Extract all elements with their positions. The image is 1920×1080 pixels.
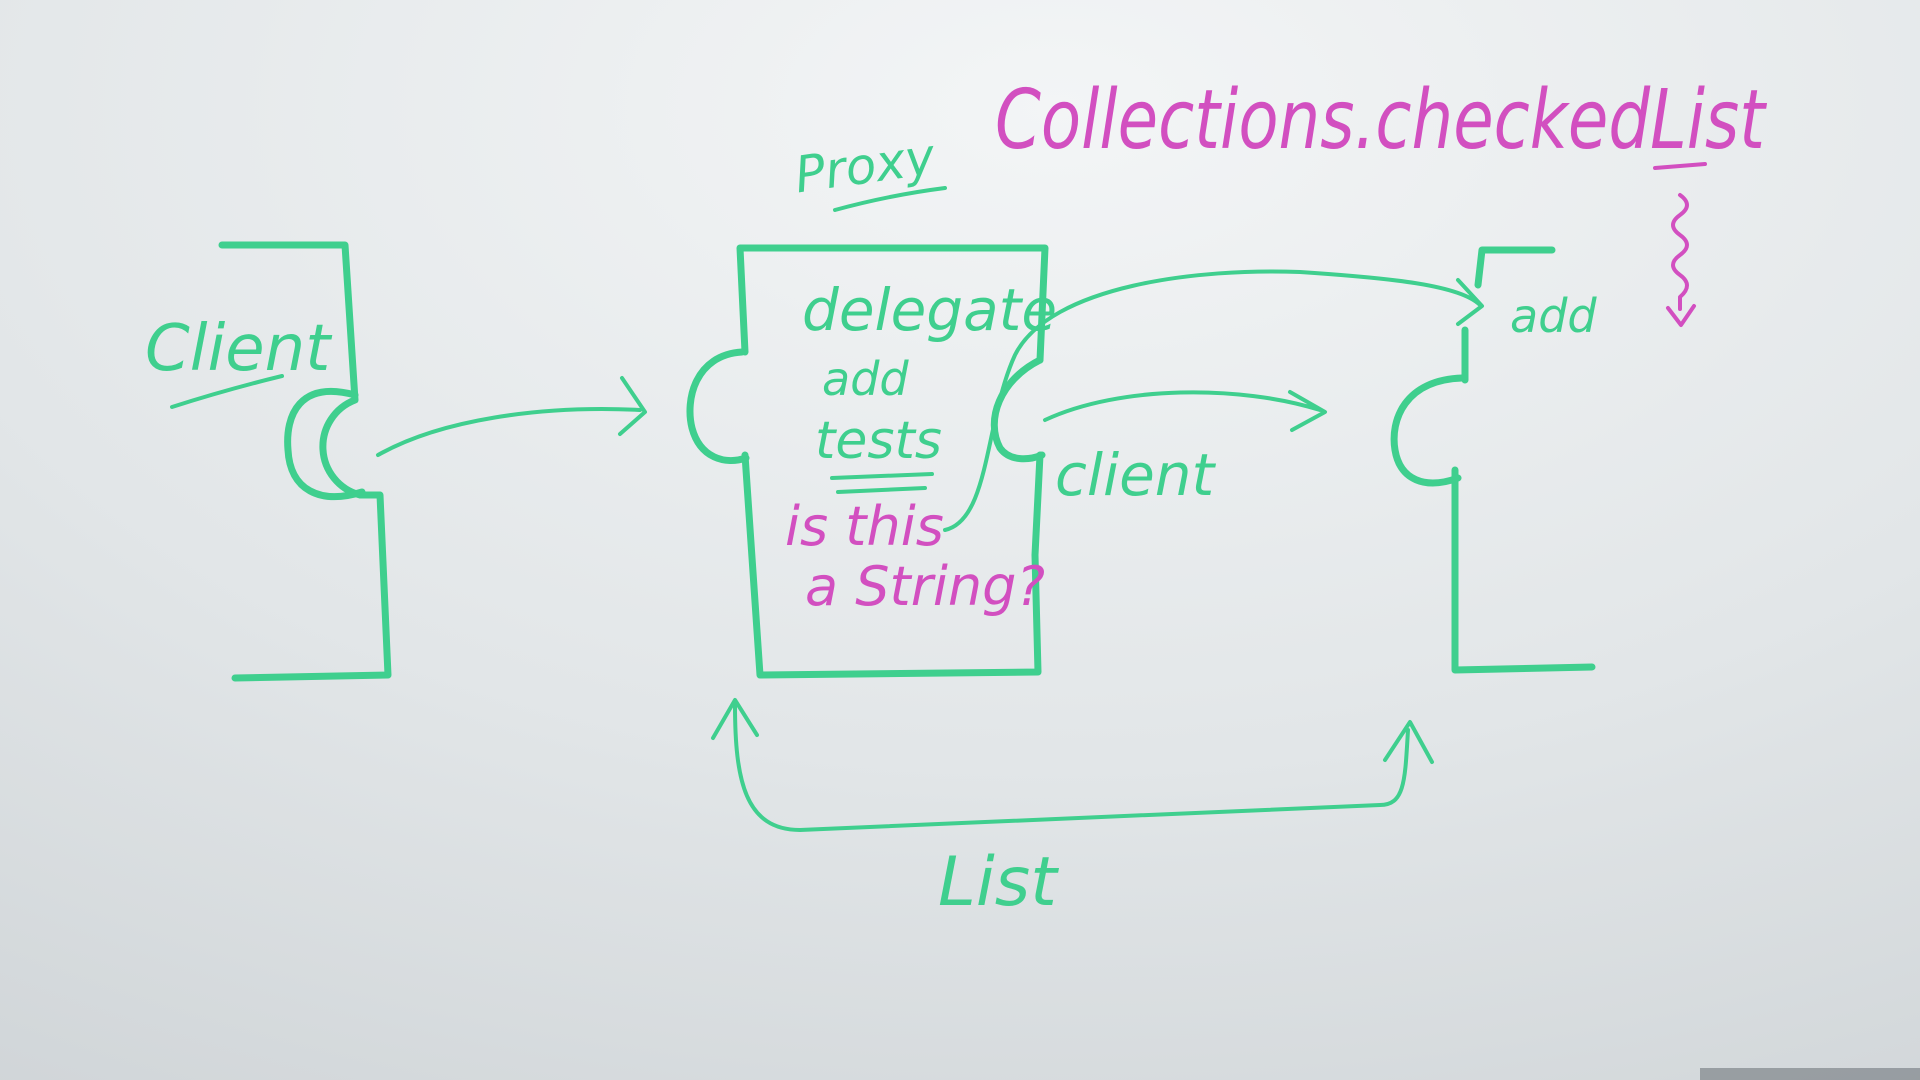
squiggle-arrow [1666,193,1696,327]
client-left-underline [170,374,284,409]
list-socket [1390,374,1466,487]
add-inside-text: add [822,352,909,406]
client-left-socket [284,387,366,500]
question-line1: is this [785,495,944,558]
title-underline-list [1653,162,1707,170]
proxy-underline [833,186,947,212]
proxy-left-socket [686,348,750,464]
client-left-label: Client [145,312,333,386]
board-corner-shadow [1700,1068,1920,1080]
list-label: List [938,843,1059,922]
add-right-label: add [1510,289,1597,343]
arrow-proxy-to-list [1043,390,1327,432]
tests-underline [830,472,934,494]
question-line2: a String? [805,555,1045,618]
title-text: Collections.checkedList [995,73,1767,168]
proxy-right-plug [990,356,1046,463]
arrow-check-to-add [943,269,1484,532]
delegate-text: delegate [802,276,1057,344]
arrow-proxy-list-bottom [711,698,1434,832]
arrow-client-to-proxy [376,376,647,457]
list-box [1451,246,1596,674]
client-mid-label: client [1055,441,1217,509]
tests-text: tests [815,411,942,471]
